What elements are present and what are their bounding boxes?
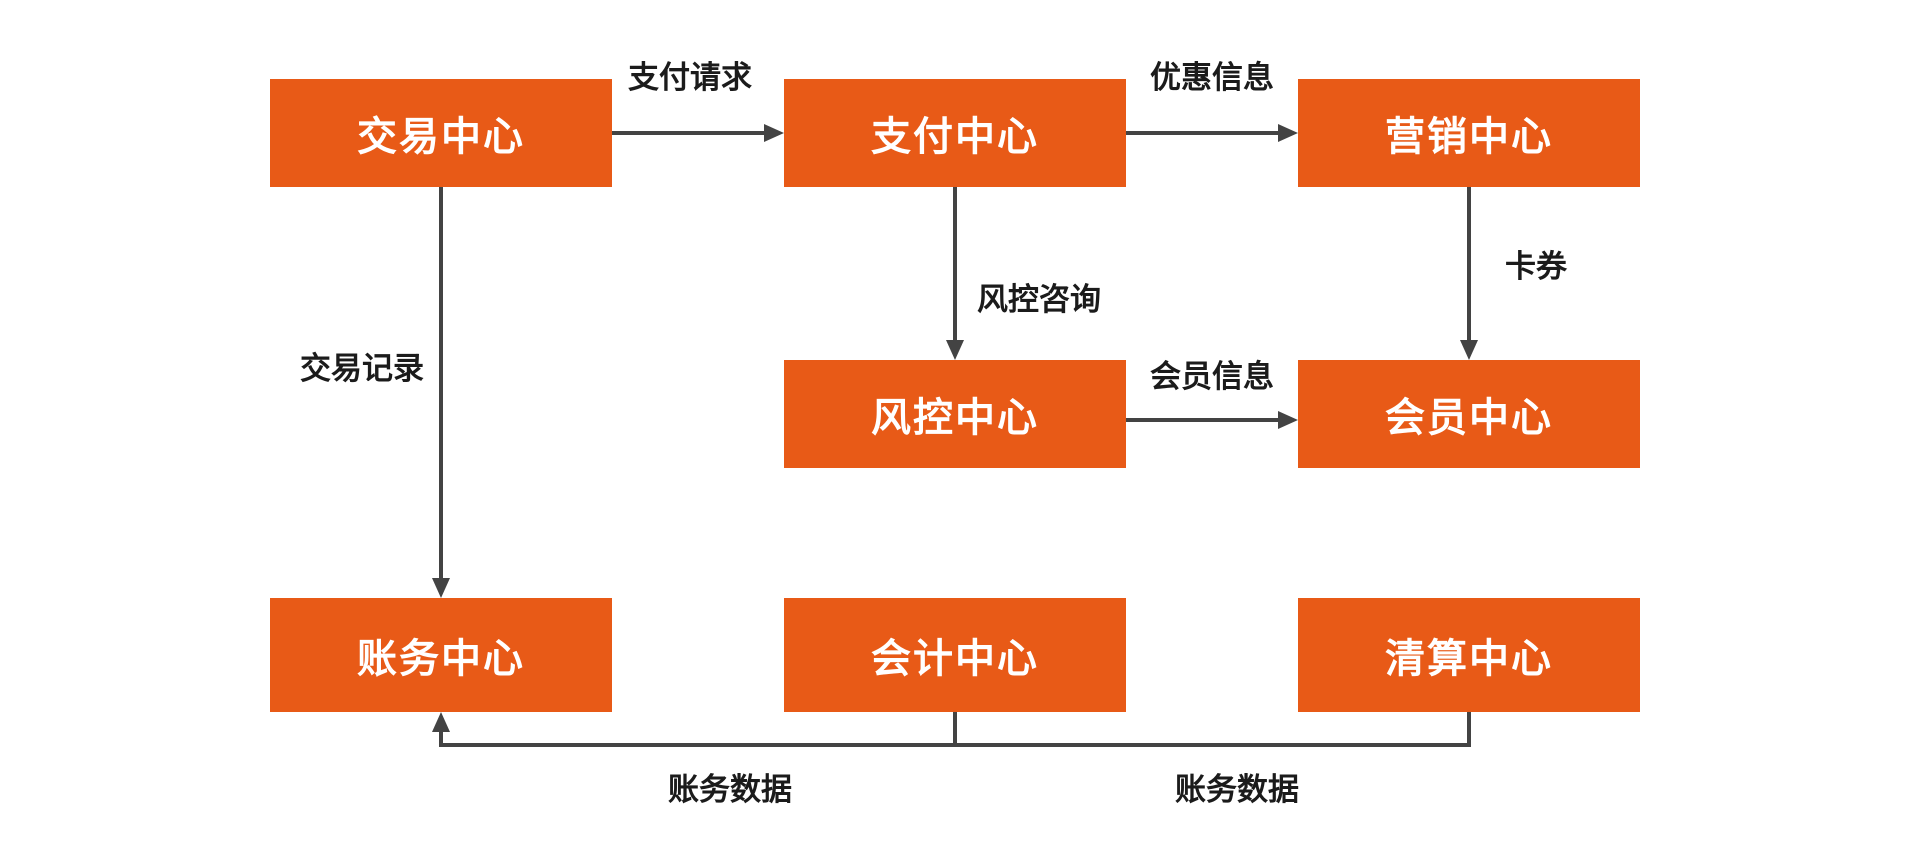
node-billing-center: 账务中心 xyxy=(270,598,612,712)
edge-connector-bottom-line xyxy=(439,743,1471,747)
node-payment-center: 支付中心 xyxy=(784,79,1126,187)
arrowhead-down-icon xyxy=(946,340,964,360)
edge-marketing-member-line xyxy=(1467,187,1471,342)
edge-payment-marketing-line xyxy=(1126,131,1280,135)
edge-label-coupon: 卡券 xyxy=(1505,249,1567,284)
edge-label-risk-consult: 风控咨询 xyxy=(977,282,1101,317)
node-clearing-center: 清算中心 xyxy=(1298,598,1640,712)
edge-label-discount-info: 优惠信息 xyxy=(1150,60,1274,95)
edge-label-member-info: 会员信息 xyxy=(1150,359,1274,394)
arrowhead-down-icon xyxy=(1460,340,1478,360)
edge-clearing-stub xyxy=(1467,712,1471,745)
node-marketing-center: 营销中心 xyxy=(1298,79,1640,187)
edge-accounting-stub xyxy=(953,712,957,745)
node-trade-center: 交易中心 xyxy=(270,79,612,187)
edge-connector-billing-stub xyxy=(439,730,443,747)
edge-payment-risk-line xyxy=(953,187,957,342)
edge-trade-payment-line xyxy=(612,131,766,135)
arrowhead-up-icon xyxy=(432,712,450,732)
edge-trade-billing-line xyxy=(439,187,443,580)
node-accounting-center: 会计中心 xyxy=(784,598,1126,712)
arrowhead-right-icon xyxy=(1278,124,1298,142)
node-risk-center: 风控中心 xyxy=(784,360,1126,468)
arrowhead-right-icon xyxy=(764,124,784,142)
edge-risk-member-line xyxy=(1126,418,1280,422)
edge-label-billing-data-left: 账务数据 xyxy=(668,772,792,807)
edge-label-trade-record: 交易记录 xyxy=(300,351,424,386)
edge-label-billing-data-right: 账务数据 xyxy=(1175,772,1299,807)
node-member-center: 会员中心 xyxy=(1298,360,1640,468)
edge-label-payment-request: 支付请求 xyxy=(628,60,752,95)
arrowhead-right-icon xyxy=(1278,411,1298,429)
arrowhead-down-icon xyxy=(432,578,450,598)
